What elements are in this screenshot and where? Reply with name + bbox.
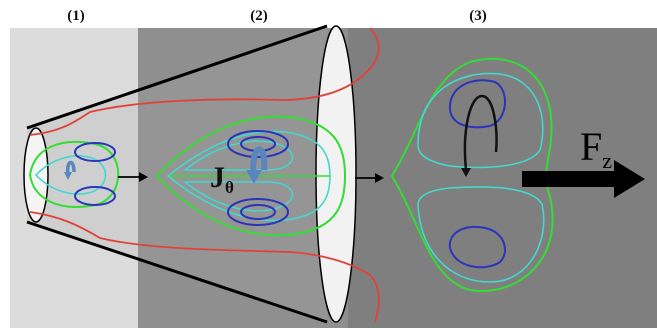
stage-2-current-arrowhead bbox=[246, 170, 262, 184]
force-symbol: F bbox=[580, 124, 602, 169]
stage-1-lower-vortex bbox=[74, 186, 116, 206]
stage-3-lower-vortex bbox=[448, 226, 506, 269]
current-label: Jθ bbox=[210, 161, 234, 197]
stage-2-cyan-lower bbox=[182, 181, 293, 212]
cone-top-edge bbox=[26, 24, 328, 130]
stage-2-label: (2) bbox=[250, 8, 268, 24]
stage-3-label: (3) bbox=[469, 8, 487, 24]
stage-2-lower-vortex-outer bbox=[227, 198, 289, 226]
transition-arrow-1 bbox=[118, 172, 148, 182]
stage-2-current-arrow bbox=[250, 146, 268, 179]
stage-3-cyan-lower bbox=[417, 186, 545, 283]
stage-1-cyan-contour bbox=[34, 155, 107, 195]
stage-1-green-contour bbox=[28, 140, 120, 208]
stage-3-upper-vortex bbox=[448, 79, 507, 129]
stage-2-green-contour bbox=[155, 115, 347, 237]
cone-bottom-edge bbox=[26, 220, 328, 324]
stage-2-lower-vortex-inner bbox=[240, 204, 276, 220]
stage-2-upper-vortex-outer bbox=[227, 130, 289, 158]
force-label: Fz bbox=[580, 124, 612, 173]
force-arrow bbox=[522, 160, 645, 198]
stage-3-cyan-upper bbox=[417, 72, 544, 169]
field-line-lower bbox=[29, 211, 380, 323]
current-subscript: θ bbox=[225, 178, 234, 197]
stage-1-current-arrow bbox=[65, 160, 76, 175]
stage-3-current-path bbox=[463, 94, 498, 171]
field-lines bbox=[29, 27, 380, 323]
stage-1-label: (1) bbox=[67, 8, 85, 24]
current-symbol: J bbox=[210, 161, 225, 194]
transition-arrow-2 bbox=[355, 173, 384, 183]
stage-3-current-arrowhead bbox=[461, 168, 471, 177]
cone-large-end bbox=[315, 25, 357, 323]
force-subscript: z bbox=[602, 148, 612, 173]
stage-1-contours bbox=[28, 140, 120, 208]
field-line-upper bbox=[29, 27, 380, 136]
stage-2-contours bbox=[155, 115, 347, 237]
stage-1-upper-vortex bbox=[74, 142, 116, 162]
stage-2-cyan-upper bbox=[182, 140, 293, 171]
stage-1-current-arrowhead bbox=[64, 172, 72, 180]
